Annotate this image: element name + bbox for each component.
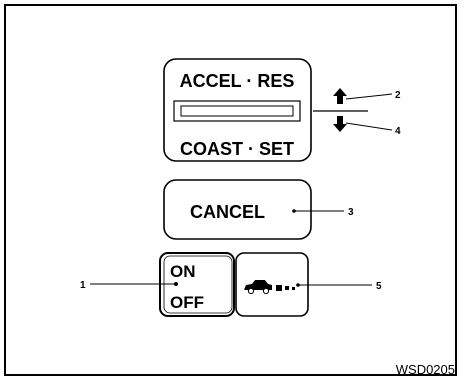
accel-coast-switch: ACCEL · RES COAST · SET [163, 58, 312, 162]
on-label: ON [170, 262, 196, 281]
callout-4-line [345, 122, 393, 131]
figure-code: WSD0205 [396, 362, 455, 377]
vehicle-icon [244, 280, 295, 295]
down-arrow-icon [333, 116, 347, 132]
callout-4: 4 [395, 126, 401, 137]
cancel-label: CANCEL [190, 202, 265, 222]
callout-2: 2 [395, 90, 401, 101]
cancel-switch: CANCEL [163, 179, 312, 240]
up-arrow-icon [333, 88, 347, 104]
callout-3: 3 [348, 207, 354, 218]
accel-res-label: ACCEL · RES [180, 71, 295, 91]
off-label: OFF [170, 293, 204, 312]
callout-2-line [345, 93, 393, 100]
callout-5: 5 [376, 281, 382, 292]
on-off-switch: ON OFF [159, 252, 235, 317]
switch-slot-inner [180, 105, 294, 117]
indicator-switch [235, 252, 309, 317]
callout-1: 1 [80, 280, 86, 291]
coast-set-label: COAST · SET [180, 139, 294, 159]
